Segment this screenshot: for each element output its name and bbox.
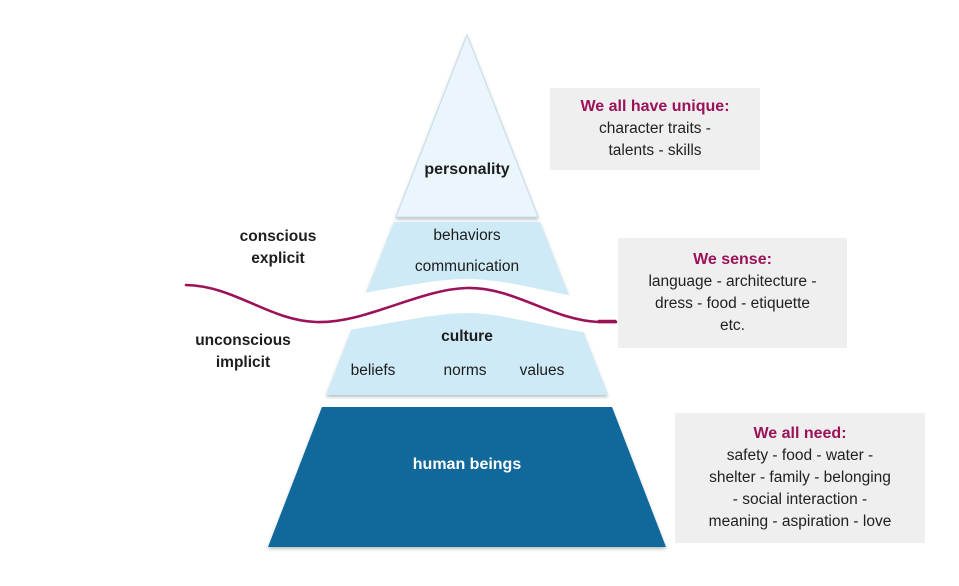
personality-label: personality: [424, 161, 510, 178]
callout-human-line: - social interaction -: [732, 491, 868, 508]
norms-label: norms: [443, 362, 487, 379]
unconscious-implicit-label: unconscious implicit: [195, 330, 291, 374]
callout-culture-heading: We sense:: [693, 251, 772, 268]
callout-human-line: meaning - aspiration - love: [708, 513, 892, 530]
communication-label: communication: [414, 258, 520, 275]
human-beings-label: human beings: [412, 456, 522, 473]
unconscious-line: unconscious: [195, 332, 291, 349]
callout-human-line: safety - food - water -: [726, 447, 874, 464]
callout-human-line: shelter - family - belonging: [709, 469, 891, 486]
beliefs-label: beliefs: [350, 362, 396, 379]
values-label: values: [519, 362, 565, 379]
callout-human-heading: We all need:: [753, 425, 847, 442]
callout-personality-line: talents - skills: [608, 142, 702, 159]
callout-culture: We sense: language - architecture - dres…: [618, 238, 847, 348]
conscious-line: conscious: [239, 228, 317, 245]
callout-culture-line: dress - food - etiquette: [654, 295, 811, 312]
callout-personality-line: character traits -: [599, 120, 711, 137]
callout-culture-line: language - architecture -: [648, 273, 817, 290]
callout-human: We all need: safety - food - water - she…: [675, 413, 925, 543]
waterline-curve: [184, 283, 618, 324]
culture-label: culture: [441, 328, 493, 345]
callout-culture-line: etc.: [720, 317, 745, 334]
callout-personality-heading: We all have unique:: [580, 98, 730, 115]
waterline-white-band: [297, 278, 613, 335]
pyramid-top-personality-shape: [395, 33, 539, 218]
explicit-line: explicit: [251, 250, 305, 267]
callout-personality: We all have unique: character traits - t…: [550, 88, 760, 170]
behaviors-label: behaviors: [433, 227, 501, 244]
pyramid-bottom-human-shape: [268, 407, 666, 547]
conscious-explicit-label: conscious explicit: [240, 226, 317, 270]
implicit-line: implicit: [215, 354, 271, 371]
